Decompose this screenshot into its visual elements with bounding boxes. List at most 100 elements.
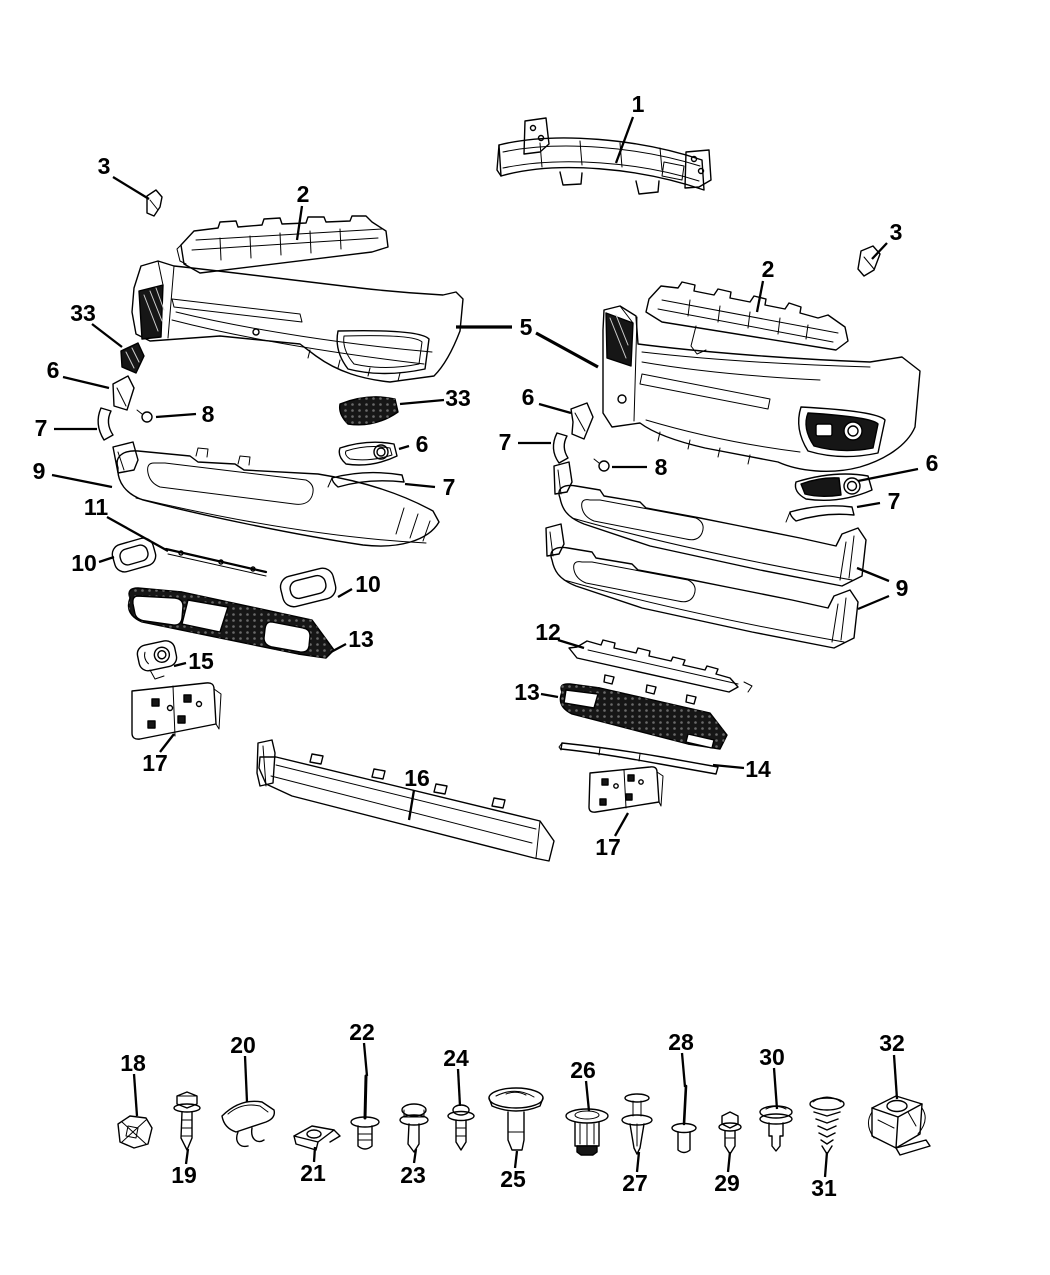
callout-7-strip-outer-left: 7 <box>35 415 48 441</box>
part-18-expansion-clip <box>117 1115 153 1149</box>
callout-33-grille-outer-left: 33 <box>70 300 96 326</box>
callout-2-absorber-right: 2 <box>762 256 775 282</box>
callout-8-tow-hook-cover-left-leader <box>155 412 197 419</box>
part-11-molding-strip <box>164 547 268 577</box>
callout-5-front-fascia-leader <box>535 331 599 369</box>
callout-9-lower-fascia-left-leader <box>51 473 113 489</box>
part-5-fascia-right <box>602 305 921 472</box>
callout-19-bolt: 19 <box>171 1162 197 1188</box>
part-16-chin-spoiler <box>256 739 555 862</box>
callout-15-bezel-small: 15 <box>188 648 214 674</box>
callout-27-push-rivet-leader <box>635 1151 641 1173</box>
part-6-bezel-center <box>338 441 398 466</box>
part-7-strip-center <box>327 471 405 488</box>
callout-8-tow-hook-cover-left: 8 <box>202 401 215 427</box>
part-7-strip-outer-left <box>97 407 114 441</box>
callout-21-u-nut-leader <box>312 1146 317 1163</box>
callout-7-strip-outer-right-leader <box>856 501 881 509</box>
part-13-grille-lower-left <box>127 587 335 659</box>
part-7-strip-outer-right <box>785 505 855 523</box>
callout-32-cage-nut-leader <box>892 1054 899 1100</box>
part-12-grille-support <box>568 639 753 693</box>
part-2-absorber-right <box>645 281 849 355</box>
callout-3-bracket-left-leader <box>112 176 150 200</box>
part-14-lower-molding <box>558 742 719 775</box>
callout-18-clip-leader <box>132 1073 139 1117</box>
callout-15-bezel-small-leader <box>173 661 187 668</box>
callout-33-grille-center-leader <box>399 398 445 406</box>
callout-20-retainer: 20 <box>230 1032 256 1058</box>
part-22-rivet <box>350 1074 380 1150</box>
callout-13-grille-lower-left: 13 <box>348 626 374 652</box>
callout-25-push-pin-leader <box>513 1150 519 1169</box>
callout-11-molding-left-leader <box>106 515 169 553</box>
callout-24-screw: 24 <box>443 1045 469 1071</box>
callout-9-lower-fascia-left: 9 <box>33 458 46 484</box>
callout-10-bezel-left-b: 10 <box>355 571 381 597</box>
part-5-fascia-left <box>131 260 464 383</box>
part-10-bezel-left-b <box>279 567 337 608</box>
part-26-grommet <box>565 1108 609 1156</box>
callout-13-grille-lower-right: 13 <box>514 679 540 705</box>
callout-17-license-bracket-right-leader <box>613 812 630 837</box>
callout-16-chin-spoiler: 16 <box>404 765 430 791</box>
callout-12-support-right-leader <box>557 638 585 650</box>
part-8-tow-hook-cover-left <box>136 409 153 423</box>
part-29-bolt-small <box>718 1111 742 1155</box>
part-27-push-rivet <box>621 1093 653 1155</box>
callout-30-screw-washer-leader <box>772 1067 779 1110</box>
callout-10-bezel-left-a-leader <box>98 555 115 564</box>
callout-3-bracket-right-leader <box>871 242 888 260</box>
callout-12-support-right: 12 <box>535 619 561 645</box>
part-21-u-nut <box>293 1125 341 1151</box>
callout-6-bezel-outer-left-leader <box>62 375 110 390</box>
callout-20-retainer-leader <box>243 1055 249 1103</box>
part-3-bracket-left <box>146 189 163 217</box>
part-10-bezel-left-a <box>111 537 157 573</box>
part-17-license-bracket-right <box>588 766 664 813</box>
part-32-cage-nut <box>868 1095 931 1156</box>
part-19-flange-bolt <box>173 1091 201 1151</box>
callout-26-grommet: 26 <box>570 1057 596 1083</box>
callout-11-molding-left: 11 <box>84 494 109 520</box>
callout-6-bezel-outer-left: 6 <box>47 357 60 383</box>
part-24-washer-screw <box>447 1104 475 1151</box>
callout-18-clip: 18 <box>120 1050 146 1076</box>
callout-2-absorber-left: 2 <box>297 181 310 207</box>
part-8-tow-hook-cover-right <box>593 458 610 472</box>
callout-21-u-nut: 21 <box>300 1160 326 1186</box>
part-31-tree-fastener <box>809 1096 845 1155</box>
callout-6-bezel-inner-right: 6 <box>522 384 535 410</box>
callout-26-grommet-leader <box>584 1080 591 1112</box>
part-30-shoulder-screw <box>759 1105 793 1152</box>
part-9-lower-fascia-right-lower <box>545 523 859 649</box>
part-20-retainer-clip <box>221 1100 276 1148</box>
part-17-license-bracket-left <box>131 682 222 740</box>
callout-10-bezel-left-a: 10 <box>71 550 97 576</box>
callout-29-bolt-small: 29 <box>714 1170 740 1196</box>
part-6-bezel-outer-right <box>794 473 873 501</box>
callout-31-tree-fastener-leader <box>823 1151 829 1178</box>
callout-23-bolt: 23 <box>400 1162 426 1188</box>
callout-30-screw-washer: 30 <box>759 1044 785 1070</box>
callout-32-cage-nut: 32 <box>879 1030 905 1056</box>
callout-1-reinforcement-beam-leader <box>614 116 635 164</box>
part-1-bumper-reinforcement-beam <box>496 117 712 195</box>
callout-28-rivet-long-leader <box>680 1052 687 1088</box>
callout-14-molding-right: 14 <box>745 756 771 782</box>
callout-6-bezel-center: 6 <box>416 431 429 457</box>
callout-6-bezel-outer-right-leader <box>857 467 919 483</box>
callout-33-grille-outer-left-leader <box>91 323 123 348</box>
callout-7-strip-inner-right: 7 <box>499 429 512 455</box>
callout-6-bezel-center-leader <box>398 444 410 451</box>
callout-9-lower-fascia-right-leader <box>857 594 890 611</box>
callout-16-chin-spoiler-leader <box>407 789 416 821</box>
callout-25-push-pin: 25 <box>500 1166 526 1192</box>
callout-33-grille-center: 33 <box>445 385 471 411</box>
part-2-absorber-left <box>176 215 389 274</box>
callout-10-bezel-left-b-leader <box>337 588 353 598</box>
callout-1-reinforcement-beam: 1 <box>632 91 645 117</box>
